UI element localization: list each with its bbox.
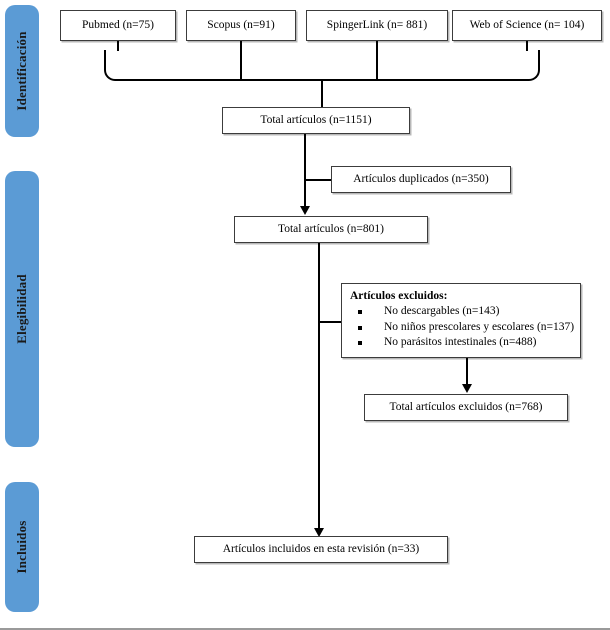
node-total-records: Total artículos (n=1151) (222, 107, 410, 134)
source-box-web-of-science: Web of Science (n= 104) (452, 10, 602, 41)
connector-springerlink-stub (376, 41, 378, 80)
list-item: No parásitos intestinales (n=488) (350, 335, 574, 351)
node-duplicates-label: Artículos duplicados (n=350) (353, 173, 489, 186)
connector-web-of-science-stub (526, 41, 528, 51)
node-total-excluded-label: Total artículos excluidos (n=768) (389, 401, 543, 414)
sources-bracket-connector (104, 50, 540, 81)
source-label-springerlink: SpingerLink (n= 881) (326, 19, 428, 32)
source-label-scopus: Scopus (n=91) (207, 19, 275, 32)
stage-bar-incluidos: Incluidos (6, 483, 38, 611)
connector-pubmed-stub (117, 41, 119, 51)
source-box-scopus: Scopus (n=91) (186, 10, 296, 41)
node-excluded-criteria-title: Artículos excluidos: (350, 290, 448, 302)
excluded-reasons-list: No descargables (n=143) No niños prescol… (350, 304, 574, 351)
connector-total-to-after-duplicates (304, 134, 306, 209)
source-box-springerlink: SpingerLink (n= 881) (306, 10, 448, 41)
source-label-web-of-science: Web of Science (n= 104) (469, 19, 585, 32)
arrowhead-to-after-duplicates (300, 206, 310, 215)
stage-label-identificacion: Identificación (14, 31, 29, 111)
node-after-duplicates-label: Total artículos (n=801) (278, 223, 384, 236)
connector-branch-excluded (318, 321, 342, 323)
arrowhead-to-included (314, 528, 324, 537)
list-item: No niños prescolares y escolares (n=137) (350, 320, 574, 336)
stage-bar-elegibilidad: Elegibilidad (6, 172, 38, 446)
list-item: No descargables (n=143) (350, 304, 574, 320)
stage-label-elegibilidad: Elegibilidad (14, 274, 29, 344)
node-excluded-criteria: Artículos excluidos: No descargables (n=… (341, 283, 581, 358)
node-included-label: Artículos incluidos en esta revisión (n=… (222, 543, 420, 556)
node-after-duplicates: Total artículos (n=801) (234, 216, 428, 243)
connector-excluded-to-total-excluded (466, 358, 468, 387)
stage-label-incluidos: Incluidos (14, 520, 29, 574)
connector-bracket-to-total (321, 80, 323, 108)
node-duplicates: Artículos duplicados (n=350) (331, 166, 511, 193)
arrowhead-to-total-excluded (462, 384, 472, 393)
node-total-excluded: Total artículos excluidos (n=768) (364, 394, 568, 421)
connector-branch-duplicates (304, 179, 332, 181)
source-box-pubmed: Pubmed (n=75) (60, 10, 176, 41)
node-included: Artículos incluidos en esta revisión (n=… (194, 536, 448, 563)
stage-bar-identificacion: Identificación (6, 6, 38, 136)
node-total-records-label: Total artículos (n=1151) (260, 114, 372, 127)
connector-scopus-stub (240, 41, 242, 80)
source-label-pubmed: Pubmed (n=75) (82, 19, 154, 32)
connector-after-duplicates-to-included (318, 243, 320, 531)
